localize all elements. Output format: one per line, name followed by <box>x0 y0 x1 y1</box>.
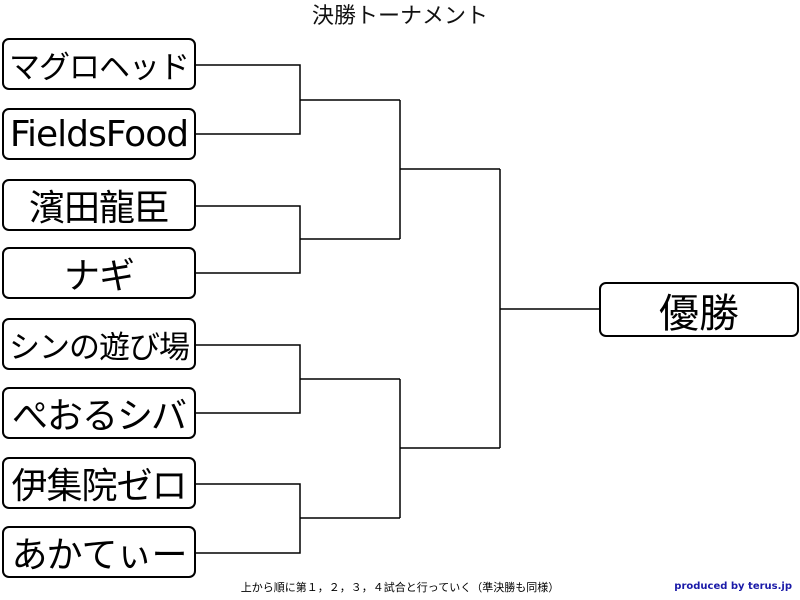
player-name: シンの遊び場 <box>9 329 190 366</box>
player-box-4: ナギ <box>2 247 196 299</box>
tournament-title: 決勝トーナメント <box>311 4 488 29</box>
player-box-2: FieldsFood <box>2 108 196 160</box>
player-box-3: 濱田龍臣 <box>2 179 196 231</box>
winner-label: 優勝 <box>659 290 739 337</box>
bracket-line-match-1 <box>196 64 301 135</box>
bracket-line-match-2 <box>196 205 301 274</box>
player-box-1: マグロヘッド <box>2 38 196 90</box>
player-name: ぺおるシバ <box>12 396 187 437</box>
player-name: FieldsFood <box>9 113 189 155</box>
player-box-7: 伊集院ゼロ <box>2 457 196 509</box>
winner-box: 優勝 <box>599 282 799 337</box>
player-box-5: シンの遊び場 <box>2 318 196 370</box>
player-name: マグロヘッド <box>9 49 190 86</box>
footnote: 上から順に第１，２，３，４試合と行っていく（準決勝も同様） <box>240 581 560 594</box>
player-name: 濱田龍臣 <box>28 188 170 229</box>
bracket-line-match-3 <box>196 344 301 414</box>
player-box-8: あかてぃー <box>2 526 196 578</box>
credit-text: produced by terus.jp <box>674 581 792 592</box>
player-name: 伊集院ゼロ <box>11 466 187 507</box>
bracket-line-match-4 <box>196 483 301 554</box>
player-box-6: ぺおるシバ <box>2 387 196 439</box>
player-name: あかてぃー <box>11 535 187 576</box>
player-name: ナギ <box>63 256 135 297</box>
